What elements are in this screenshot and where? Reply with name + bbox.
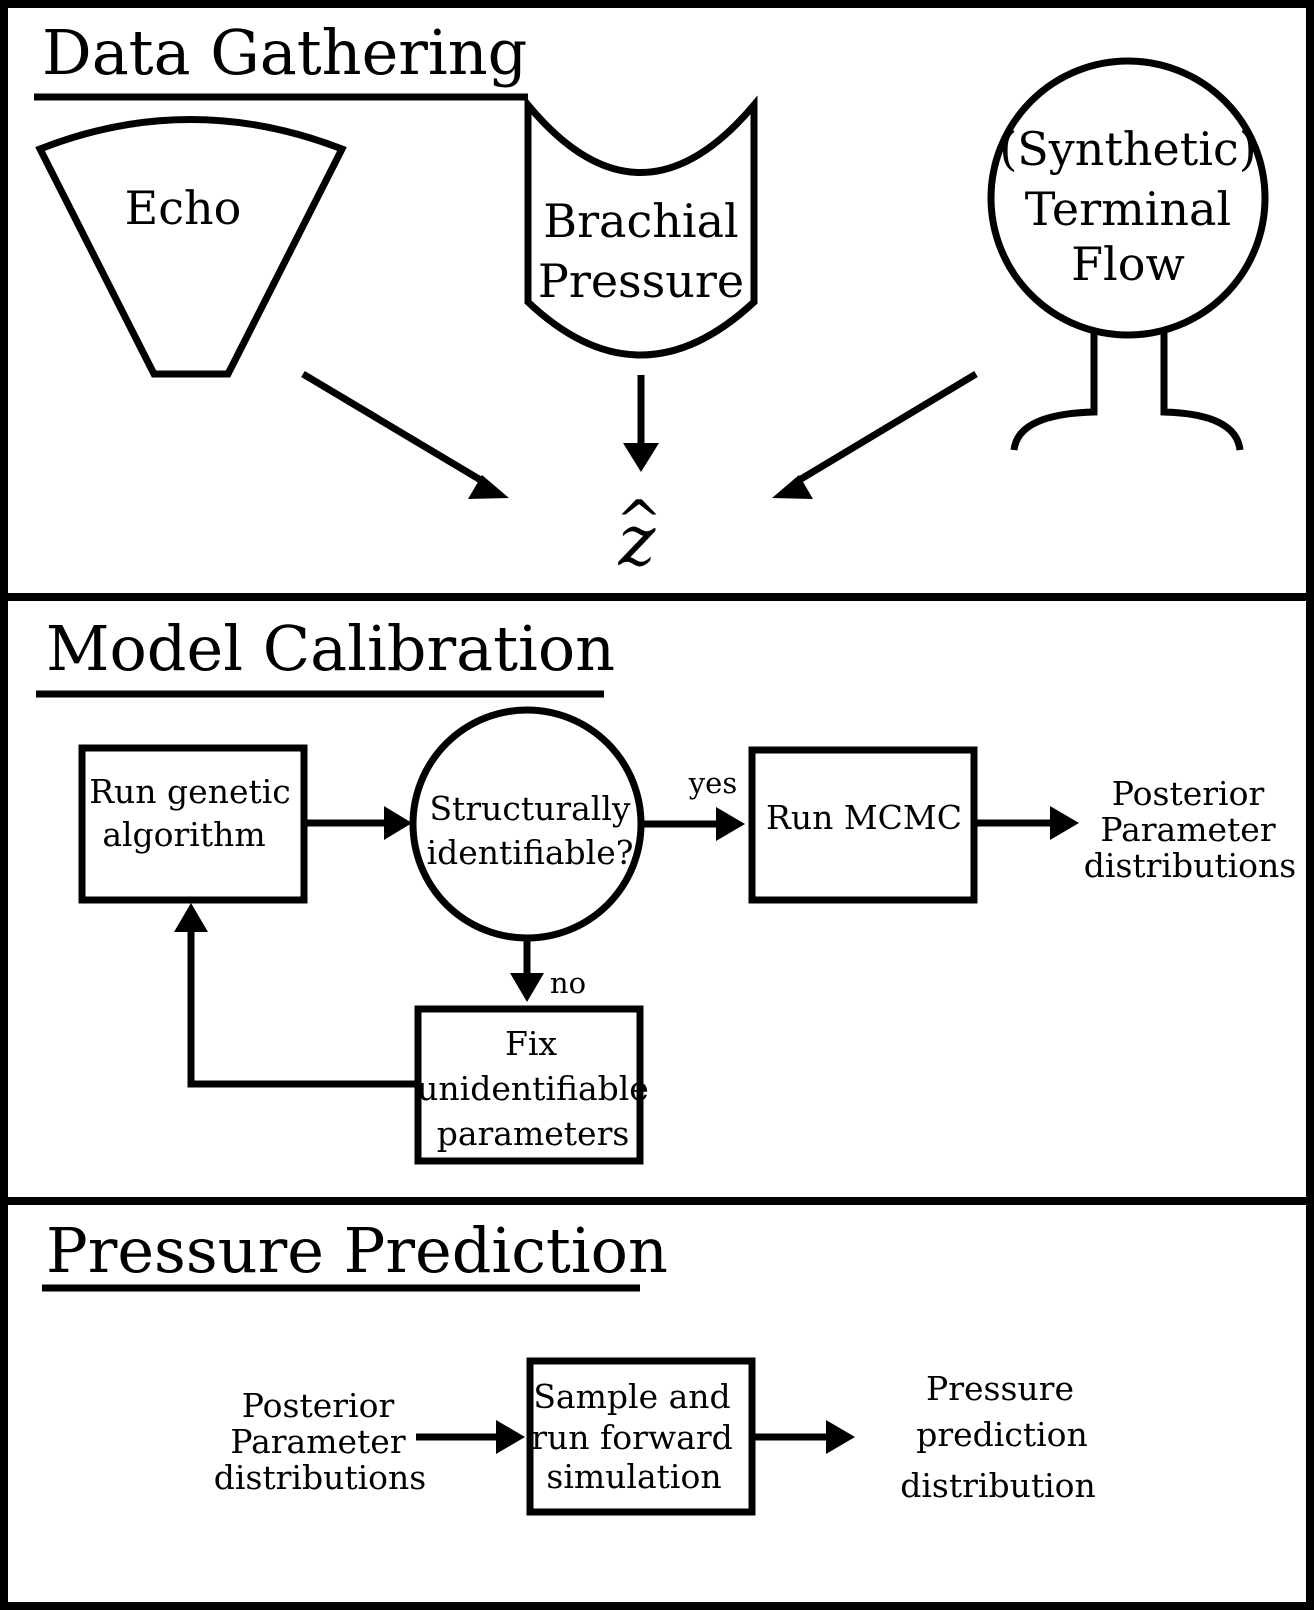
posterior-out-line-2: Parameter — [1100, 810, 1275, 849]
flow-probe-stand-left — [1010, 333, 1098, 451]
echo-label: Echo — [125, 181, 242, 235]
arrowhead-echo-to-z — [468, 475, 509, 499]
sample-line-2: run forward — [531, 1418, 732, 1457]
yes-label: yes — [688, 766, 737, 800]
prediction-out-line-3: distribution — [900, 1466, 1096, 1505]
flow-label-line-1: (Synthetic) — [999, 122, 1256, 176]
sample-line-1: Sample and — [533, 1377, 730, 1416]
model-calibration-panel: Model Calibration Run genetic algorithm … — [36, 612, 1296, 1165]
arrow-echo-to-z — [301, 370, 486, 486]
brachial-cuff-icon — [524, 95, 758, 359]
prediction-out-line-1: Pressure — [926, 1369, 1074, 1408]
posterior-in-line-3: distributions — [214, 1458, 426, 1497]
fix-line-3: parameters — [437, 1114, 630, 1153]
arrowhead-flow-to-z — [772, 475, 813, 499]
pressure-prediction-heading: Pressure Prediction — [46, 1214, 668, 1287]
no-label: no — [550, 966, 586, 1000]
brachial-label-line-2: Pressure — [538, 254, 744, 308]
arrowhead-sample-to-prediction — [826, 1420, 855, 1454]
posterior-in-line-1: Posterior — [242, 1386, 395, 1425]
posterior-out-line-3: distributions — [1084, 846, 1296, 885]
decision-line-1: Structurally — [429, 789, 630, 828]
echo-icon — [35, 116, 347, 378]
flow-label-line-3: Flow — [1071, 237, 1185, 291]
flow-probe-icon — [987, 57, 1269, 339]
genetic-algorithm-line-1: Run genetic — [89, 772, 291, 811]
flow-probe-stand-right — [1160, 333, 1244, 451]
flow-label-line-2: Terminal — [1025, 182, 1231, 236]
arrowhead-brachial-to-z — [623, 443, 659, 472]
sample-line-3: simulation — [546, 1457, 721, 1496]
arrowhead-decision-to-mcmc — [716, 807, 745, 841]
fix-line-2: unidentifiable — [417, 1069, 649, 1108]
pressure-prediction-panel: Pressure Prediction Posterior Parameter … — [42, 1214, 1096, 1516]
decision-line-2: identifiable? — [427, 833, 634, 872]
prediction-out-line-2: prediction — [916, 1415, 1088, 1454]
data-gathering-panel: Data Gathering Echo Brachial Pressure (S… — [34, 16, 1269, 582]
arrow-fix-to-genetic — [187, 928, 418, 1088]
fix-line-1: Fix — [505, 1024, 557, 1063]
arrowhead-mcmc-to-posterior — [1050, 806, 1079, 840]
model-calibration-heading: Model Calibration — [46, 612, 615, 685]
posterior-in-line-2: Parameter — [230, 1422, 405, 1461]
brachial-label-line-1: Brachial — [543, 194, 738, 248]
posterior-out-line-1: Posterior — [1112, 774, 1265, 813]
z-hat-accent: ^ — [616, 489, 663, 554]
arrowhead-fix-to-genetic — [174, 903, 208, 932]
z-hat-symbol: z — [618, 500, 657, 582]
arrowhead-genetic-to-decision — [384, 806, 412, 840]
arrow-flow-to-z — [794, 370, 978, 486]
arrowhead-decision-to-fix — [510, 973, 544, 1002]
data-gathering-heading: Data Gathering — [42, 16, 527, 89]
genetic-algorithm-line-2: algorithm — [102, 815, 265, 854]
mcmc-label: Run MCMC — [766, 798, 962, 837]
arrowhead-posterior-to-sample — [496, 1420, 525, 1454]
